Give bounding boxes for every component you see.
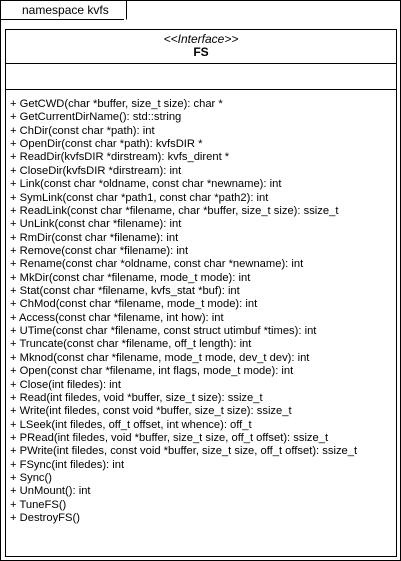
operation-item: + Link(const char *oldname, const char *… bbox=[10, 178, 282, 191]
operation-item: + DestroyFS() bbox=[10, 512, 80, 525]
operation-item: + Remove(const char *filename): int bbox=[10, 244, 189, 257]
attributes-compartment bbox=[6, 64, 396, 90]
operation-item: + UnMount(): int bbox=[10, 485, 91, 498]
operation-item: + Truncate(const char *filename, off_t l… bbox=[10, 338, 252, 351]
operation-item: + Access(const char *filename, int how):… bbox=[10, 311, 224, 324]
operation-item: + Stat(const char *filename, kvfs_stat *… bbox=[10, 285, 240, 298]
operation-item: + RmDir(const char *filename): int bbox=[10, 231, 179, 244]
class-header: <<Interface>> FS bbox=[6, 30, 396, 64]
operation-item: + OpenDir(const char *path): kvfsDIR * bbox=[10, 138, 203, 151]
operation-item: + LSeek(int filedes, off_t offset, int w… bbox=[10, 418, 252, 431]
operation-item: + Open(const char *filename, int flags, … bbox=[10, 365, 294, 378]
operation-item: + SymLink(const char *path1, const char … bbox=[10, 191, 269, 204]
operation-item: + UnLink(const char *filename): int bbox=[10, 218, 182, 231]
operation-item: + ReadLink(const char *filename, char *b… bbox=[10, 204, 339, 217]
operation-item: + Rename(const char *oldname, const char… bbox=[10, 258, 304, 271]
operation-item: + ReadDir(kvfsDIR *dirstream): kvfs_dire… bbox=[10, 151, 230, 164]
namespace-tab-corner bbox=[118, 0, 127, 20]
operation-item: + Read(int filedes, void *buffer, size_t… bbox=[10, 391, 263, 404]
operation-item: + PRead(int filedes, void *buffer, size_… bbox=[10, 431, 329, 444]
namespace-tab: namespace kvfs bbox=[0, 0, 126, 20]
operation-item: + Write(int filedes, const void *buffer,… bbox=[10, 405, 292, 418]
operation-item: + GetCWD(char *buffer, size_t size): cha… bbox=[10, 98, 223, 110]
operation-item: + FSync(int filedes): int bbox=[10, 458, 125, 471]
operation-item: + CloseDir(kvfsDIR *dirstream): int bbox=[10, 164, 182, 177]
operations-compartment: + GetCWD(char *buffer, size_t size): cha… bbox=[6, 98, 396, 526]
namespace-label: namespace kvfs bbox=[22, 3, 109, 17]
operation-item: + GetCurrentDirName(): std::string bbox=[10, 111, 182, 124]
operation-item: + Mknod(const char *filename, mode_t mod… bbox=[10, 351, 310, 364]
interface-class-box: <<Interface>> FS + GetCWD(char *buffer, … bbox=[5, 29, 397, 557]
operation-item: + TuneFS() bbox=[10, 498, 67, 511]
operation-item: + UTime(const char *filename, const stru… bbox=[10, 325, 317, 338]
operation-item: + PWrite(int filedes, const void *buffer… bbox=[10, 445, 358, 458]
operation-item: + Sync() bbox=[10, 472, 52, 485]
operation-item: + ChDir(const char *path): int bbox=[10, 124, 155, 137]
operation-item: + ChMod(const char *filename, mode_t mod… bbox=[10, 298, 258, 311]
operation-item: + MkDir(const char *filename, mode_t mod… bbox=[10, 271, 251, 284]
class-name: FS bbox=[193, 45, 209, 59]
operation-item: + Close(int filedes): int bbox=[10, 378, 121, 391]
class-stereotype: <<Interface>> bbox=[163, 32, 239, 46]
